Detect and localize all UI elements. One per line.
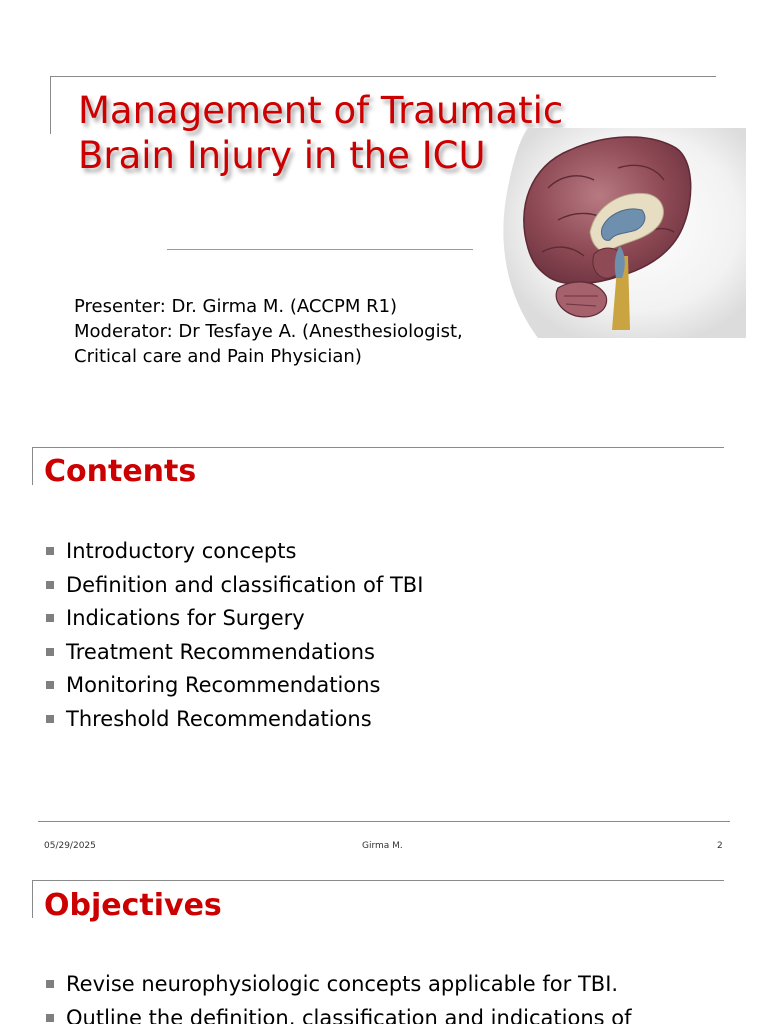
square-bullet-icon [46,647,54,656]
list-item: Treatment Recommendations [44,636,423,670]
list-item-text: Threshold Recommendations [66,706,372,731]
moderator-line-1: Moderator: Dr Tesfaye A. (Anesthesiologi… [74,321,463,342]
brain-illustration [503,128,746,338]
contents-heading: Contents [44,454,197,489]
footer-page-number: 2 [717,841,723,851]
list-item: Outline the definition, classification a… [44,1002,631,1024]
square-bullet-icon [46,681,54,690]
list-item: Revise neurophysiologic concepts applica… [44,968,631,1002]
title-line-2: Brain Injury in the ICU [78,134,486,177]
list-item: Definition and classification of TBI [44,569,423,603]
list-item-text: Introductory concepts [66,539,297,563]
list-item-text: Definition and classification of TBI [66,572,424,597]
list-item-text: Outline the definition, classification a… [66,1005,632,1024]
title-underline [167,249,473,250]
left-rule [32,880,33,918]
slide-contents: Contents Introductory concepts Definitio… [0,430,768,860]
footer-rule [38,821,730,822]
list-item: Monitoring Recommendations [44,669,423,703]
list-item: Threshold Recommendations [44,703,423,737]
objectives-list: Revise neurophysiologic concepts applica… [44,968,631,1024]
list-item-text: Revise neurophysiologic concepts applica… [66,972,619,996]
slide-title-heading: Management of Traumatic Brain Injury in … [78,88,563,178]
list-item: Introductory concepts [44,535,423,569]
slide-objectives: Objectives Revise neurophysiologic conce… [0,860,768,1024]
contents-list: Introductory concepts Definition and cla… [44,535,423,737]
top-rule [50,76,716,77]
square-bullet-icon [46,580,54,589]
moderator-line-2: Critical care and Pain Physician) [74,346,362,367]
left-rule [32,447,33,485]
objectives-heading: Objectives [44,888,222,923]
slide-title: Management of Traumatic Brain Injury in … [0,0,768,430]
title-line-1: Management of Traumatic [78,89,564,132]
list-item: Indications for Surgery [44,602,423,636]
square-bullet-icon [46,614,54,623]
square-bullet-icon [46,980,54,988]
footer-author: Girma M. [362,841,403,851]
presenter-block: Presenter: Dr. Girma M. (ACCPM R1) Moder… [74,294,463,369]
square-bullet-icon [46,1013,54,1022]
footer-date: 05/29/2025 [44,841,96,851]
square-bullet-icon [46,714,54,723]
presenter-line: Presenter: Dr. Girma M. (ACCPM R1) [74,296,398,317]
top-rule [32,880,724,881]
list-item-text: Indications for Surgery [66,606,305,631]
list-item-text: Monitoring Recommendations [66,673,381,698]
left-rule [50,76,51,134]
top-rule [32,447,724,448]
list-item-text: Treatment Recommendations [66,639,376,664]
square-bullet-icon [46,547,54,555]
